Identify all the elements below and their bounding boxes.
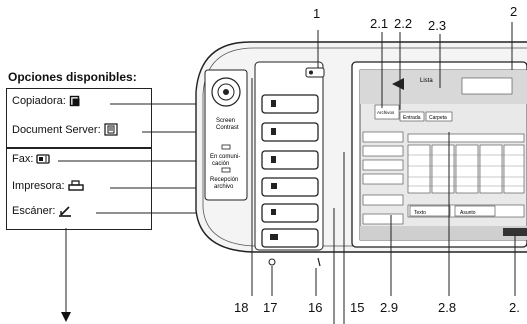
lcd-status-bar: [360, 226, 527, 240]
user-tools-led: [309, 70, 313, 75]
option-fax: Fax:: [12, 153, 51, 165]
option-fax-label: Fax:: [12, 153, 34, 165]
callout-2-3: 2.3: [428, 18, 447, 33]
callout-2-1: 2.1: [370, 16, 389, 31]
operation-switch-icon: [317, 257, 321, 267]
option-docserver-label: Document Server:: [12, 123, 101, 136]
down-arrow-head: [61, 312, 71, 322]
lcd-tab-entrada: [399, 111, 425, 122]
copier-icon: [69, 95, 80, 107]
callout-18: 18: [234, 300, 249, 315]
lcd-subject-button: [454, 205, 496, 217]
options-heading: Opciones disponibles:: [8, 70, 137, 84]
button-icons: [270, 100, 278, 240]
callout-2-9: 2.9: [380, 300, 399, 315]
recv-indicator: [221, 167, 231, 173]
option-printer-label: Impresora:: [12, 180, 65, 192]
option-scanner-label: Escáner:: [12, 205, 56, 217]
option-copier: Copiadora:: [12, 95, 81, 107]
scanner-icon: [59, 206, 72, 217]
recv-line2: archivo: [214, 184, 234, 190]
lcd-stored-box: [374, 104, 400, 120]
lcd-header-arrow: [392, 78, 404, 90]
lcd-text-button-label: Texto: [414, 210, 426, 216]
contrast-knob-center: [223, 89, 229, 95]
lcd-tab-carpeta: [425, 111, 453, 122]
callout-16: 16: [308, 300, 323, 315]
option-copier-label: Copiadora:: [12, 95, 66, 107]
lcd-grid-lines: [408, 154, 524, 187]
lcd-left-controls: [362, 131, 404, 225]
screen-contrast-line1: Screen: [216, 118, 235, 124]
lcd-stored-label: Archivos: [377, 110, 395, 115]
callout-leaders: [251, 22, 516, 324]
copier-button: [261, 94, 319, 114]
lcd-tab-entrada-label: Entrada: [403, 115, 421, 121]
contrast-knob-inner: [217, 83, 235, 101]
function-buttons: [261, 94, 319, 248]
lcd-tab-carpeta-label: Carpeta: [429, 115, 447, 121]
printer-icon: [67, 180, 84, 191]
printer-button: [261, 177, 319, 197]
lcd-list-title: Lista: [420, 78, 433, 84]
lcd-dark-key: [503, 228, 527, 236]
main-power-led: [268, 258, 276, 266]
comm-line2: cación: [212, 161, 229, 167]
callout-2-2: 2.2: [394, 16, 413, 31]
callout-1: 1: [313, 6, 321, 21]
docserver-button: [261, 122, 319, 142]
lcd-header-box: [461, 77, 513, 95]
callout-2: 2: [510, 4, 518, 19]
comm-line1: En comuni-: [210, 154, 240, 160]
fax-icon: [36, 154, 51, 164]
screen-contrast-line2: Contrast: [216, 125, 239, 131]
option-docserver: Document Server:: [12, 123, 118, 136]
comm-indicator: [221, 144, 231, 150]
options-box-fax-printer-scanner: [6, 148, 152, 230]
panel-housing-inner: [202, 47, 527, 247]
callout-2-8: 2.8: [438, 300, 457, 315]
fax-button: [261, 150, 319, 170]
recv-line1: Recepción: [210, 177, 238, 183]
user-tools-button: [305, 67, 325, 78]
document-server-icon: [104, 123, 118, 136]
lcd-text-button: [409, 205, 451, 217]
callout-17: 17: [263, 300, 278, 315]
callout-15: 15: [350, 300, 365, 315]
scanner-button: [261, 203, 319, 223]
left-strip: [204, 69, 248, 201]
extra-button: [261, 228, 319, 248]
options-box-copier-docserver: [6, 88, 152, 148]
callout-2-7: 2.: [509, 300, 520, 315]
option-scanner: Escáner:: [12, 205, 72, 217]
option-printer: Impresora:: [12, 180, 84, 192]
lcd-subject-button-label: Asunto: [460, 210, 476, 216]
